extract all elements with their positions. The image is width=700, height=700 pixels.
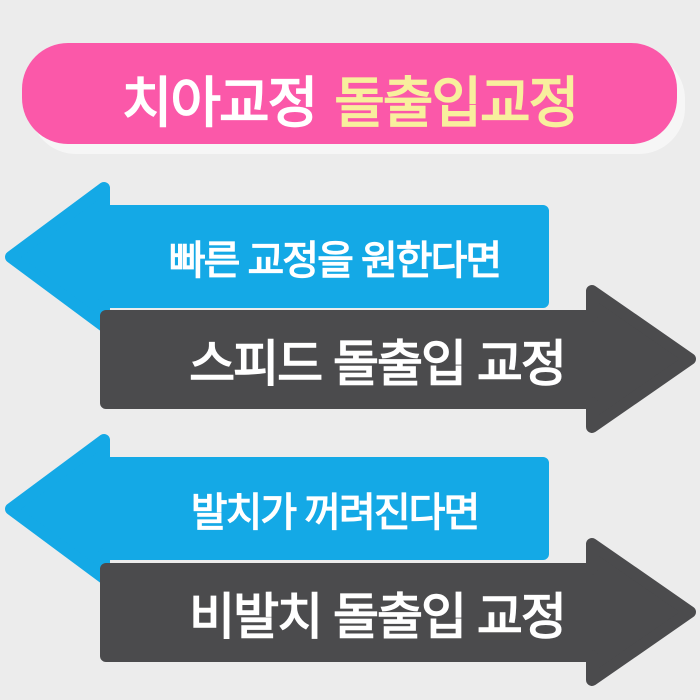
left-arrow-question-2 [5,434,549,584]
left-arrow-question-1 [5,182,549,332]
answer-label-2: 비발치 돌출입 교정 [189,588,567,645]
title-banner: 치아교정 돌출입교정 [22,43,677,144]
question-label-2: 발치가 꺼려진다면 [190,490,481,535]
title-text-yellow: 돌출입교정 [334,71,579,134]
title-text-white: 치아교정 [121,71,318,134]
question-label-1: 빠른 교정을 원한다면 [168,238,502,283]
right-arrow-answer-1 [100,285,696,433]
answer-label-1: 스피드 돌출입 교정 [189,335,567,392]
right-arrow-answer-2 [100,538,696,686]
